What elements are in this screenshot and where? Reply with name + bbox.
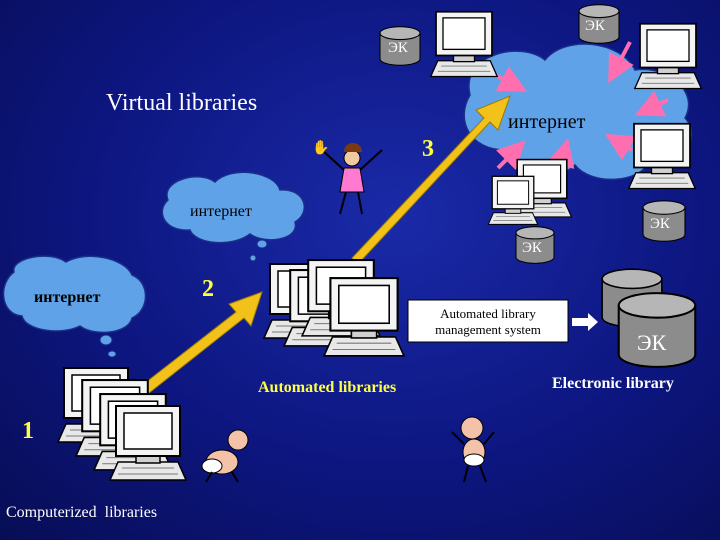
- cloud-label-left: интернет: [34, 289, 101, 306]
- system-box: Automated library management system: [407, 299, 569, 343]
- standing-baby-figure: [451, 416, 495, 483]
- step-number-3: 3: [422, 136, 434, 162]
- label-automated-libraries: Automated libraries: [258, 379, 396, 396]
- system-arrow: [572, 313, 598, 331]
- computerized-library-computers: [57, 367, 187, 481]
- step-number-1: 1: [22, 418, 34, 444]
- system-box-line1: Automated library: [440, 306, 536, 321]
- ek-label-electronic-library: ЭК: [637, 330, 667, 355]
- system-box-line2: management system: [435, 322, 541, 337]
- ek-label-top: ЭК: [388, 40, 409, 56]
- arrow-stage-1-to-2: [135, 291, 263, 398]
- crawling-baby-figure: [201, 429, 249, 483]
- internet-cloud-left: [2, 255, 147, 358]
- cloud-label-top: интернет: [508, 111, 586, 133]
- ek-label-middle: ЭК: [522, 240, 543, 256]
- svg-text:✋: ✋: [312, 139, 329, 156]
- internet-cloud-middle: [161, 171, 305, 262]
- step-number-2: 2: [202, 276, 214, 302]
- cloud-label-middle: интернет: [190, 203, 252, 220]
- ek-label-right: ЭК: [650, 216, 671, 232]
- title-virtual-libraries: Virtual libraries: [106, 90, 257, 116]
- cloud-connectors: [477, 41, 669, 171]
- automated-library-computers: [263, 259, 405, 357]
- label-electronic-library: Electronic library: [552, 375, 674, 392]
- arrow-stage-2-to-3: [351, 95, 511, 265]
- cheering-person-figure: ✋: [312, 139, 383, 215]
- label-computerized-libraries: Computerized libraries: [6, 504, 157, 521]
- ek-label-top-right: ЭК: [585, 18, 606, 34]
